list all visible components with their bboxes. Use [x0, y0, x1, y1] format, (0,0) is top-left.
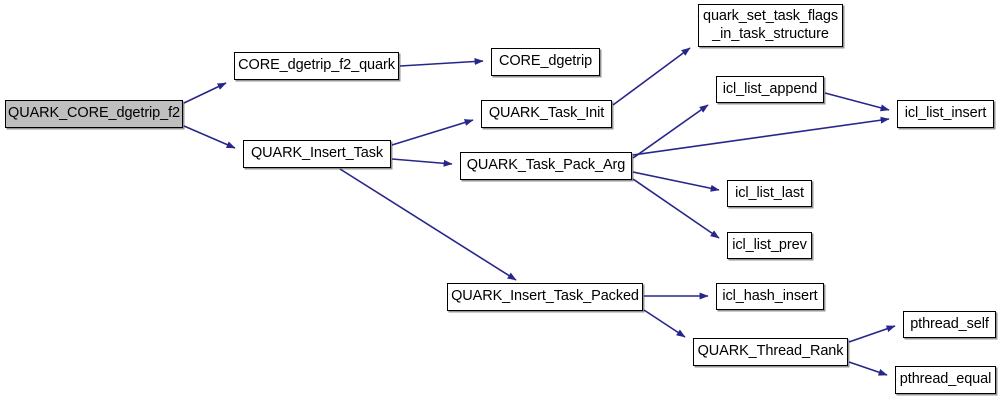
node-quark_thread_rank[interactable]: QUARK_Thread_Rank — [693, 338, 848, 366]
edge-icl_list_append-to-icl_list_insert — [824, 92, 890, 112]
node-label-quark_task_init: QUARK_Task_Init — [488, 105, 605, 122]
node-core_dgetrip[interactable]: CORE_dgetrip — [491, 48, 600, 76]
node-icl_list_append[interactable]: icl_list_append — [716, 76, 824, 103]
node-pthread_equal[interactable]: pthread_equal — [895, 366, 996, 394]
edge-quark_task_pack_arg-to-icl_list_prev — [632, 178, 720, 239]
edge-quark_task_pack_arg-to-icl_list_append — [632, 104, 709, 159]
node-label-quark_core_dgetrip_f2: QUARK_CORE_dgetrip_f2 — [8, 105, 180, 122]
node-label-core_dgetrip_f2_quark: CORE_dgetrip_f2_quark — [238, 57, 395, 74]
edge-quark_task_pack_arg-to-icl_list_insert — [632, 116, 890, 156]
edge-quark_insert_task-to-quark_task_pack_arg — [391, 158, 453, 167]
node-label-quark_set_task_flags: quark_set_task_flags _in_task_structure — [702, 8, 839, 42]
node-label-icl_list_prev: icl_list_prev — [732, 236, 807, 253]
node-label-quark_insert_task: QUARK_Insert_Task — [250, 145, 384, 162]
edge-core_dgetrip_f2_quark-to-core_dgetrip — [399, 58, 484, 67]
edge-quark_task_pack_arg-to-icl_list_last — [632, 171, 720, 192]
edge-quark_core_dgetrip_f2-to-quark_insert_task — [183, 125, 236, 149]
node-pthread_self[interactable]: pthread_self — [903, 311, 996, 338]
node-label-icl_list_last: icl_list_last — [735, 184, 804, 201]
edges-group — [183, 47, 896, 376]
node-icl_list_last[interactable]: icl_list_last — [727, 180, 812, 207]
node-core_dgetrip_f2_quark[interactable]: CORE_dgetrip_f2_quark — [234, 52, 399, 80]
edge-quark_thread_rank-to-pthread_equal — [848, 361, 888, 376]
node-label-quark_insert_task_packed: QUARK_Insert_Task_Packed — [451, 288, 639, 305]
edge-quark_task_init-to-quark_set_task_flags — [612, 47, 691, 106]
edge-quark_insert_task-to-quark_insert_task_packed — [339, 168, 517, 281]
edge-quark_thread_rank-to-pthread_self — [848, 325, 896, 343]
node-quark_task_pack_arg[interactable]: QUARK_Task_Pack_Arg — [460, 152, 632, 180]
node-label-pthread_equal: pthread_equal — [899, 371, 992, 388]
node-icl_list_prev[interactable]: icl_list_prev — [727, 232, 812, 259]
edge-quark_insert_task-to-quark_task_init — [391, 119, 474, 146]
node-icl_list_insert[interactable]: icl_list_insert — [897, 100, 994, 128]
node-quark_task_init[interactable]: QUARK_Task_Init — [481, 100, 612, 128]
node-label-icl_list_append: icl_list_append — [722, 80, 818, 97]
node-label-quark_task_pack_arg: QUARK_Task_Pack_Arg — [466, 157, 626, 174]
node-quark_core_dgetrip_f2[interactable]: QUARK_CORE_dgetrip_f2 — [5, 100, 183, 128]
node-label-icl_hash_insert: icl_hash_insert — [722, 287, 818, 304]
node-label-core_dgetrip: CORE_dgetrip — [498, 53, 593, 70]
edge-quark_core_dgetrip_f2-to-core_dgetrip_f2_quark — [183, 82, 227, 104]
node-quark_insert_task[interactable]: QUARK_Insert_Task — [243, 140, 391, 168]
node-label-quark_thread_rank: QUARK_Thread_Rank — [697, 343, 844, 360]
node-label-pthread_self: pthread_self — [910, 315, 989, 332]
node-icl_hash_insert[interactable]: icl_hash_insert — [716, 283, 824, 310]
edge-quark_insert_task_packed-to-quark_thread_rank — [643, 309, 686, 338]
node-label-icl_list_insert: icl_list_insert — [904, 105, 987, 122]
node-quark_insert_task_packed[interactable]: QUARK_Insert_Task_Packed — [447, 283, 643, 311]
node-quark_set_task_flags[interactable]: quark_set_task_flags _in_task_structure — [698, 4, 843, 47]
